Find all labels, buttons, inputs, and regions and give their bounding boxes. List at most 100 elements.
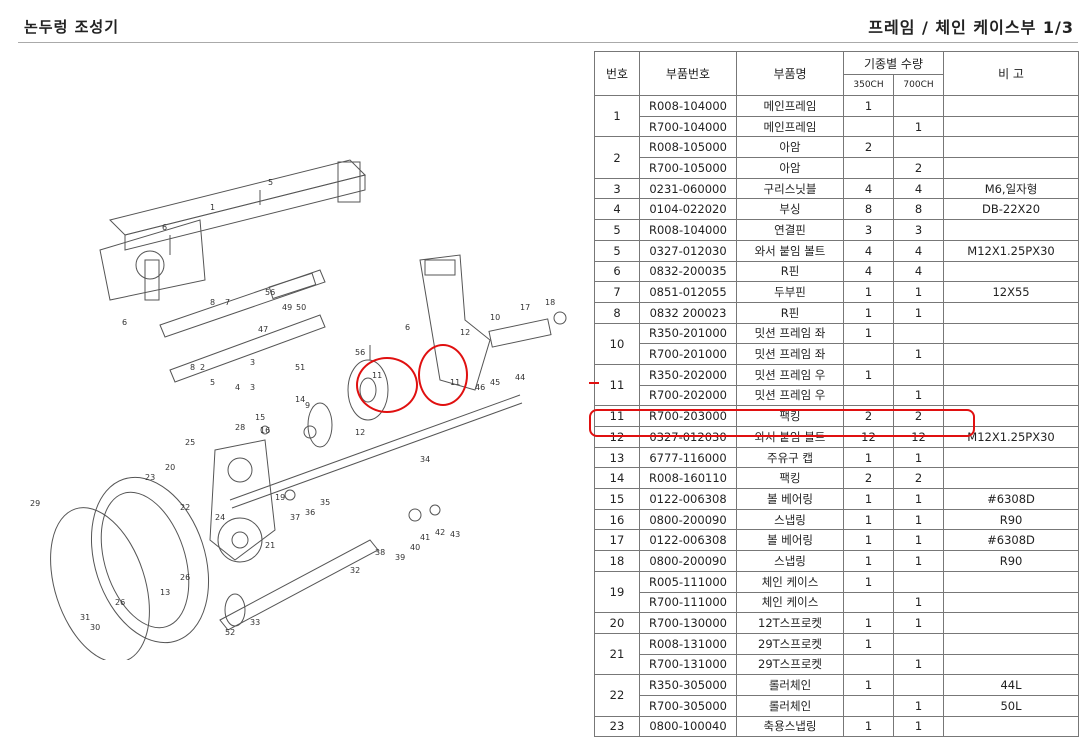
cell-name: 두부핀	[736, 281, 844, 303]
cell-name: 스냅링	[736, 508, 844, 531]
svg-text:29: 29	[30, 499, 40, 508]
svg-text:42: 42	[435, 528, 445, 537]
svg-text:5: 5	[268, 178, 273, 187]
cell-q700: 1	[892, 301, 945, 324]
cell-name: 축용스냅링	[736, 715, 844, 738]
cell-q350: 1	[843, 488, 894, 510]
cell-part: R008-131000	[639, 632, 737, 655]
cell-part: R700-201000	[639, 343, 737, 365]
cell-no: 14	[594, 467, 640, 490]
cell-name: 밋션 프레임 우	[736, 363, 844, 386]
svg-text:5: 5	[210, 378, 215, 387]
cell-q350: 2	[843, 136, 894, 159]
svg-text:2: 2	[200, 363, 205, 372]
cell-name: R핀	[736, 260, 844, 283]
cell-q350: 1	[843, 446, 894, 469]
svg-text:52: 52	[225, 628, 235, 637]
cell-part: R005-111000	[639, 570, 737, 593]
header-note: 비 고	[943, 51, 1080, 96]
cell-name: 밋션 프레임 우	[736, 384, 844, 407]
cell-name: 와서 붙임 볼트	[736, 239, 844, 262]
cell-part: 0231-060000	[639, 177, 737, 200]
cell-q700: 1	[892, 715, 945, 738]
cell-name: 12T스프로켓	[736, 612, 844, 634]
highlight-circle-part-11-right	[418, 344, 468, 406]
svg-text:24: 24	[215, 513, 225, 522]
cell-q350	[843, 115, 894, 138]
cell-note: 50L	[943, 694, 1080, 717]
cell-no: 3	[594, 177, 640, 200]
cell-q700: 1	[892, 550, 945, 572]
cell-note	[943, 301, 1080, 324]
svg-text:20: 20	[165, 463, 175, 472]
cell-no: 19	[594, 570, 640, 614]
cell-name: 밋션 프레임 좌	[736, 343, 844, 365]
cell-q350: 3	[843, 219, 894, 241]
svg-text:26: 26	[180, 573, 190, 582]
cell-q350: 4	[843, 177, 894, 200]
cell-note	[943, 115, 1080, 138]
svg-text:34: 34	[420, 455, 430, 464]
cell-no: 13	[594, 446, 640, 469]
svg-text:28: 28	[235, 423, 245, 432]
svg-text:10: 10	[490, 313, 500, 322]
cell-note	[943, 363, 1080, 386]
header-no: 번호	[594, 51, 640, 96]
cell-q350	[843, 653, 894, 676]
cell-q350: 1	[843, 281, 894, 303]
highlight-circle-part-11-left	[356, 357, 418, 413]
svg-text:19: 19	[275, 493, 285, 502]
cell-name: 체인 케이스	[736, 591, 844, 614]
cell-name: 밋션 프레임 좌	[736, 322, 844, 345]
cell-q350: 1	[843, 95, 894, 117]
cell-part: R008-160110	[639, 467, 737, 490]
cell-part: 0832 200023	[639, 301, 737, 324]
cell-part: 0122-006308	[639, 529, 737, 552]
cell-part: R700-202000	[639, 384, 737, 407]
cell-q700	[892, 570, 945, 593]
cell-q350: 4	[843, 239, 894, 262]
highlight-dash	[589, 382, 599, 384]
cell-name: 부싱	[736, 198, 844, 221]
header-part-name: 부품명	[736, 51, 844, 96]
cell-part: R350-305000	[639, 674, 737, 696]
cell-no: 15	[594, 488, 640, 510]
cell-part: R700-105000	[639, 157, 737, 179]
cell-q700: 4	[892, 260, 945, 283]
cell-q700: 1	[892, 694, 945, 717]
cell-note	[943, 219, 1080, 241]
cell-part: R700-104000	[639, 115, 737, 138]
cell-q700: 1	[892, 446, 945, 469]
cell-part: 0800-200090	[639, 508, 737, 531]
cell-part: 0832-200035	[639, 260, 737, 283]
cell-note	[943, 157, 1080, 179]
cell-q700: 1	[892, 529, 945, 552]
svg-text:36: 36	[305, 508, 315, 517]
cell-note	[943, 715, 1080, 738]
cell-name: R핀	[736, 301, 844, 324]
svg-text:6: 6	[162, 223, 167, 232]
cell-note	[943, 322, 1080, 345]
cell-note	[943, 591, 1080, 614]
cell-no: 18	[594, 550, 640, 572]
svg-text:51: 51	[295, 363, 305, 372]
cell-name: 아암	[736, 136, 844, 159]
cell-note: #6308D	[943, 488, 1080, 510]
svg-text:44: 44	[515, 373, 525, 382]
header-qty-350: 350CH	[843, 74, 894, 96]
cell-q700: 8	[892, 198, 945, 221]
cell-part: 0800-200090	[639, 550, 737, 572]
cell-part: 6777-116000	[639, 446, 737, 469]
cell-no: 2	[594, 136, 640, 179]
cell-name: 구리스닛블	[736, 177, 844, 200]
svg-text:40: 40	[410, 543, 420, 552]
cell-note	[943, 136, 1080, 159]
cell-part: R350-202000	[639, 363, 737, 386]
